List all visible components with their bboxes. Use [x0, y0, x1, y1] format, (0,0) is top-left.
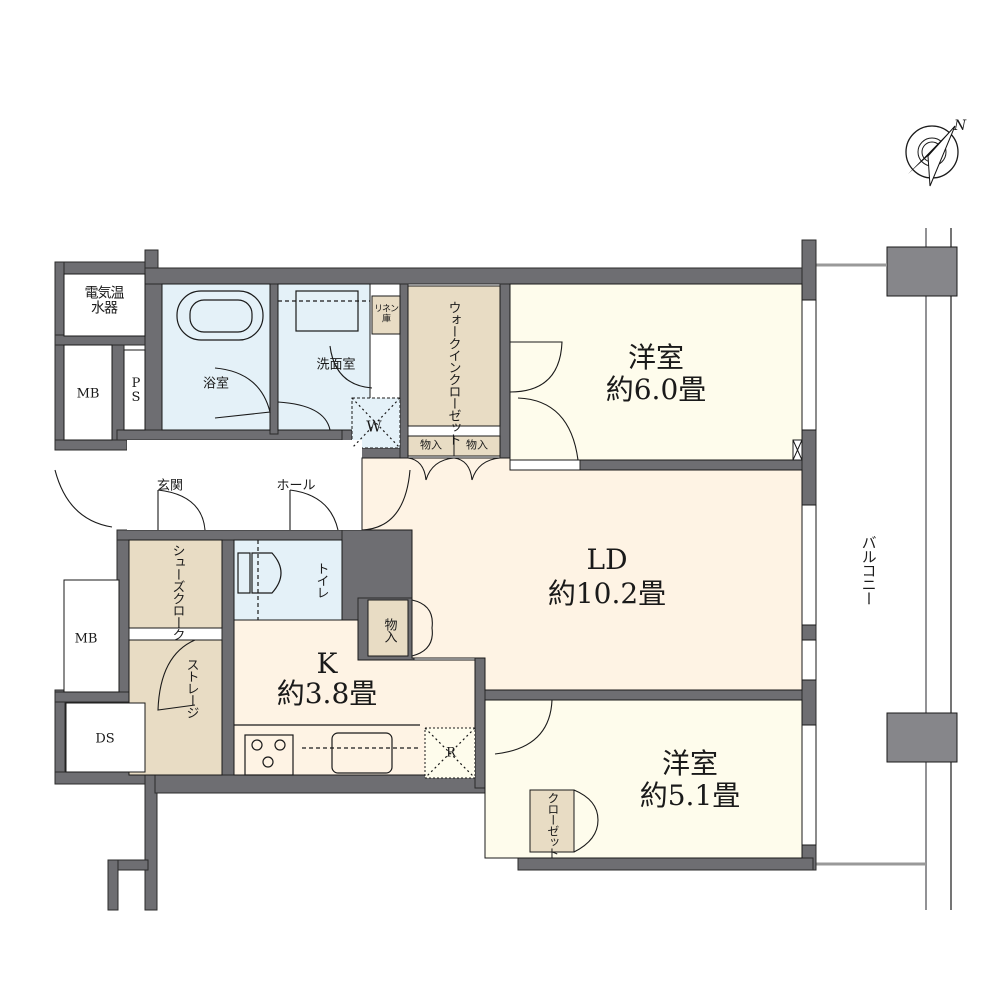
water-heater-label: 電気温水器: [84, 285, 125, 317]
shoe-cloak: [128, 539, 223, 629]
balcony-structure: [816, 228, 958, 910]
storage-2-label: 物入: [466, 438, 488, 452]
ld-name: LD: [586, 542, 628, 576]
toilet-label: トイレ: [313, 562, 329, 598]
western-room-1-size: 約6.0畳: [605, 372, 707, 406]
western-room-2-name: 洋室: [661, 746, 719, 780]
ld-room: [361, 457, 803, 691]
washer-label: W: [366, 417, 382, 436]
western-room-2-size: 約5.1畳: [639, 778, 741, 812]
western-room-2: [484, 699, 803, 859]
compass-north-label: N: [953, 117, 967, 134]
entrance-label: 玄関: [156, 478, 184, 494]
hall-label: ホール: [276, 478, 316, 494]
kitchen-room: [233, 619, 476, 776]
storage-1-label: 物入: [420, 438, 442, 452]
washroom-label: 洗面室: [316, 357, 356, 373]
bath-label: 浴室: [202, 376, 230, 392]
balcony-label: バルコニー: [859, 535, 878, 605]
ds-room: [65, 702, 146, 773]
shoe-cloak-label: シューズクローク: [169, 544, 185, 640]
bath-room: [161, 283, 271, 431]
fridge-label: R: [446, 745, 456, 761]
fixtures: [176, 290, 476, 779]
storage-3-label: 物入: [381, 618, 397, 642]
kitchen-name: K: [316, 646, 338, 680]
ds-label: DS: [95, 731, 115, 747]
storage-3: [367, 599, 409, 657]
mb-bottom-label: MB: [74, 631, 98, 647]
doors: [54, 341, 599, 853]
storage-room-label: ストレージ: [183, 658, 199, 718]
hall-area: [232, 440, 362, 530]
mb-top-label: MB: [76, 386, 100, 402]
ps-room: [123, 349, 146, 431]
linen-closet: [371, 295, 401, 335]
storage-2: [453, 435, 501, 457]
kitchen-size: 約3.8畳: [276, 676, 378, 710]
ld-size: 約10.2畳: [547, 576, 667, 610]
walk-in-closet-label: ウォークインクローゼット: [445, 301, 461, 445]
water-heater-room: [63, 273, 146, 337]
linen-label: リネン庫: [373, 304, 399, 325]
windows: [792, 299, 817, 846]
ps-label: PS: [128, 376, 144, 404]
mb-bottom-room: [63, 579, 120, 693]
western-room-1: [509, 283, 803, 461]
entrance-area: [127, 440, 232, 530]
closet-label: クローゼット: [545, 792, 560, 858]
western-room-1-name: 洋室: [627, 340, 685, 374]
walk-in-closet: [407, 285, 501, 427]
compass-icon: [905, 125, 959, 187]
mb-top-room: [63, 344, 113, 441]
closet: [529, 789, 575, 853]
